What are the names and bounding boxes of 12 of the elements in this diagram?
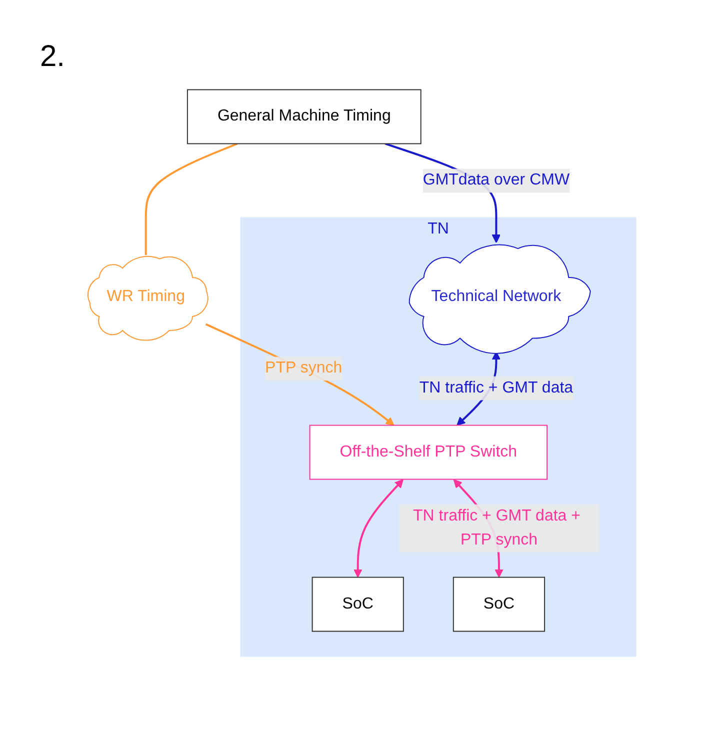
connector [144,142,238,256]
edge-label: TN traffic + GMT data [418,379,573,396]
diagram-number: 2. [40,40,66,74]
edge-label: GMTdata over CMW [422,172,570,189]
node-box: SoC [311,576,404,632]
edge-label: TN traffic + GMT data + PTP synch [412,507,580,548]
edge-label: PTP synch [264,360,342,377]
node-box: SoC [452,576,545,632]
node-box: Off-the-Shelf PTP Switch [308,424,548,480]
arrow [204,323,394,426]
arrow [353,479,404,578]
node-box: General Machine Timing [186,89,421,144]
